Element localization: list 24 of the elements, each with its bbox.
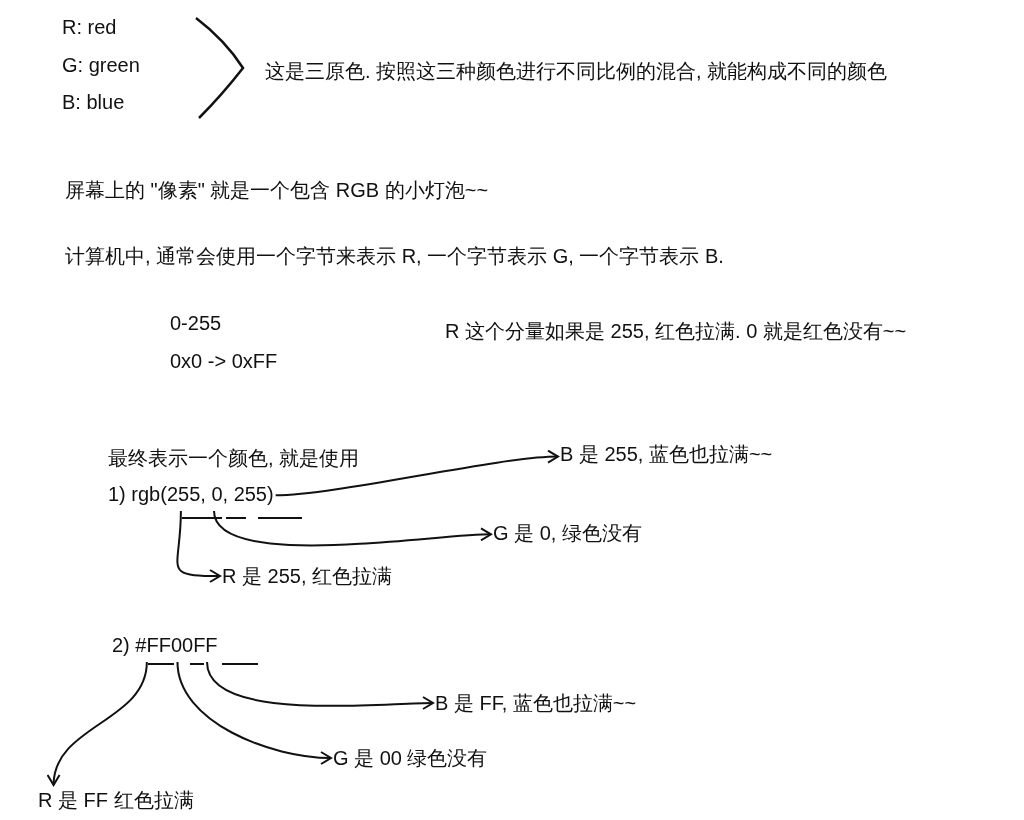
note-text: 屏幕上的 "像素" 就是一个包含 RGB 的小灯泡~~	[65, 178, 489, 203]
note-text: 1) rgb(255, 0, 255)	[108, 481, 274, 507]
note-text: G 是 0, 绿色没有	[493, 520, 642, 546]
note-text: R: red	[62, 15, 117, 40]
arrow	[176, 661, 332, 765]
note-text: B 是 FF, 蓝色也拉满~~	[435, 690, 637, 716]
note-text: 0-255	[170, 311, 222, 336]
arrow	[47, 661, 148, 786]
arrow	[176, 510, 221, 583]
note-text: G: green	[62, 53, 140, 78]
note-text: 2) #FF00FF	[112, 632, 218, 658]
note-text: 0x0 -> 0xFF	[170, 349, 278, 374]
note-text: R 是 FF 红色拉满	[38, 787, 194, 813]
note-text: R 是 255, 红色拉满	[222, 563, 393, 589]
note-text: B 是 255, 蓝色也拉满~~	[560, 441, 773, 467]
note-text: B: blue	[62, 90, 125, 115]
note-text: R 这个分量如果是 255, 红色拉满. 0 就是红色没有~~	[445, 319, 907, 344]
note-text: 这是三原色. 按照这三种颜色进行不同比例的混合, 就能构成不同的颜色	[265, 59, 888, 84]
arrow	[213, 510, 492, 547]
note-text: 计算机中, 通常会使用一个字节来表示 R, 一个字节表示 G, 一个字节表示 B.	[65, 244, 724, 269]
arrow	[274, 450, 559, 497]
note-text: G 是 00 绿色没有	[333, 745, 488, 771]
note-text: 最终表示一个颜色, 就是使用	[108, 446, 360, 471]
arrow	[206, 661, 434, 711]
